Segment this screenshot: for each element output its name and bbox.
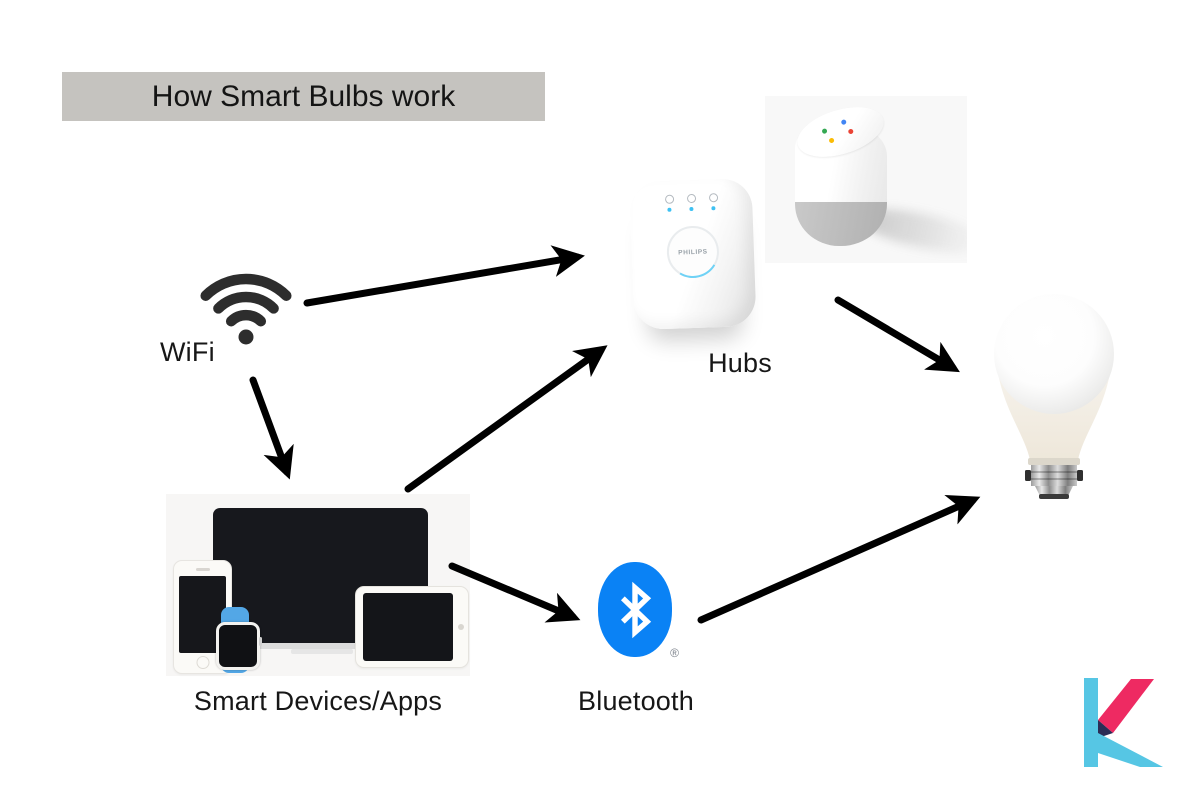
hub-status-leds [630, 192, 753, 213]
led-dot-blue [840, 118, 847, 126]
title-banner: How Smart Bulbs work [62, 72, 545, 121]
smart-devices-image [166, 494, 470, 676]
google-home-icon [791, 97, 890, 246]
philips-wordmark: PHILIPS [678, 247, 708, 257]
led-dot-red [847, 128, 854, 135]
led-dot-yellow [828, 137, 835, 144]
registered-trademark: ® [670, 646, 679, 660]
smartphone-icon [173, 560, 232, 674]
philips-hue-hub-icon: PHILIPS [629, 177, 757, 331]
page-title: How Smart Bulbs work [151, 79, 456, 113]
led-dot-green [821, 128, 828, 135]
phone-home-button [196, 656, 209, 669]
wifi-label: WiFi [160, 337, 215, 367]
google-home-speaker-base [795, 202, 887, 246]
wifi-icon [190, 258, 302, 352]
wifi-icon-svg [200, 273, 292, 345]
bluetooth-icon: ® [598, 562, 679, 660]
bluetooth-label: Bluetooth [578, 686, 694, 716]
smart-bulb-icon [980, 286, 1128, 502]
arrow-bluetooth-to-bulb [697, 495, 981, 624]
monitor-chin [213, 643, 428, 649]
k-logo-svg [1084, 678, 1163, 767]
smartwatch-icon [216, 622, 262, 670]
arrow-devices-to-hubs [404, 345, 608, 493]
arrow-devices-to-bluetooth [448, 562, 581, 623]
hubs-label: Hubs [708, 348, 772, 378]
bluetooth-oval [598, 562, 672, 657]
hub-led [686, 193, 696, 212]
hub-button: PHILIPS [666, 225, 720, 279]
k-brand-logo [1084, 676, 1166, 768]
monitor-stand [291, 649, 353, 654]
tablet-camera [458, 624, 464, 630]
bluetooth-rune [620, 581, 652, 638]
smart-devices-label: Smart Devices/Apps [193, 686, 443, 716]
tablet-screen [363, 593, 453, 661]
tablet-icon [355, 586, 469, 668]
hub-led [664, 194, 674, 212]
arrow-wifi-to-hubs [303, 245, 585, 307]
google-home-image [765, 96, 967, 263]
smart-bulb-svg [994, 294, 1114, 499]
arrow-wifi-to-devices [249, 376, 294, 480]
hub-led [708, 193, 718, 211]
phone-speaker [195, 568, 210, 571]
arrow-hubs-to-bulb [834, 296, 960, 373]
watch-crown [259, 637, 262, 646]
